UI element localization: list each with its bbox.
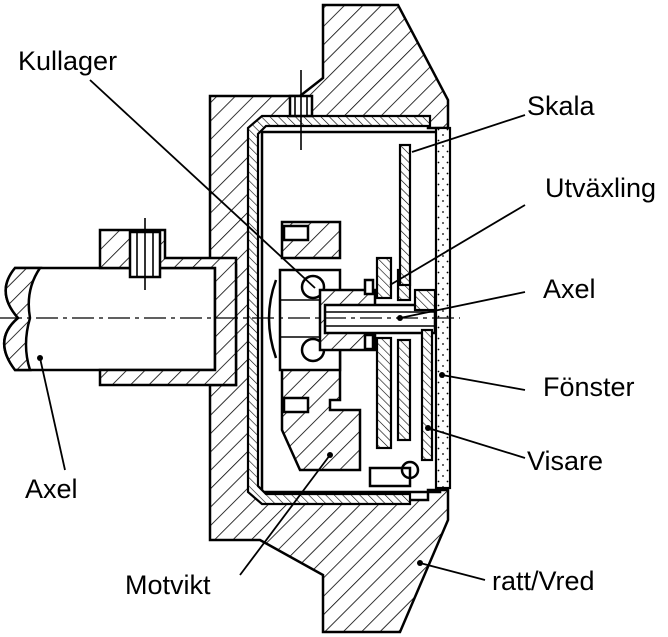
- label-ratt-vred: ratt/Vred: [492, 566, 595, 596]
- scale-plate: [398, 143, 437, 462]
- label-motvikt: Motvikt: [125, 570, 211, 600]
- label-kullager: Kullager: [18, 46, 117, 76]
- gear-train: [363, 256, 420, 488]
- shaft-hub: [98, 218, 238, 387]
- leader-lines: [37, 79, 526, 581]
- label-utvaxling: Utväxling: [545, 173, 656, 203]
- label-axel-left: Axel: [25, 474, 78, 504]
- label-axel-right: Axel: [543, 274, 596, 304]
- housing-cup: [246, 114, 432, 506]
- label-visare: Visare: [527, 446, 603, 476]
- label-fonster: Fönster: [543, 372, 635, 402]
- counterweight: [280, 220, 362, 472]
- left-shaft: [2, 266, 217, 372]
- set-screw-top: [288, 70, 314, 150]
- label-skala: Skala: [527, 91, 596, 121]
